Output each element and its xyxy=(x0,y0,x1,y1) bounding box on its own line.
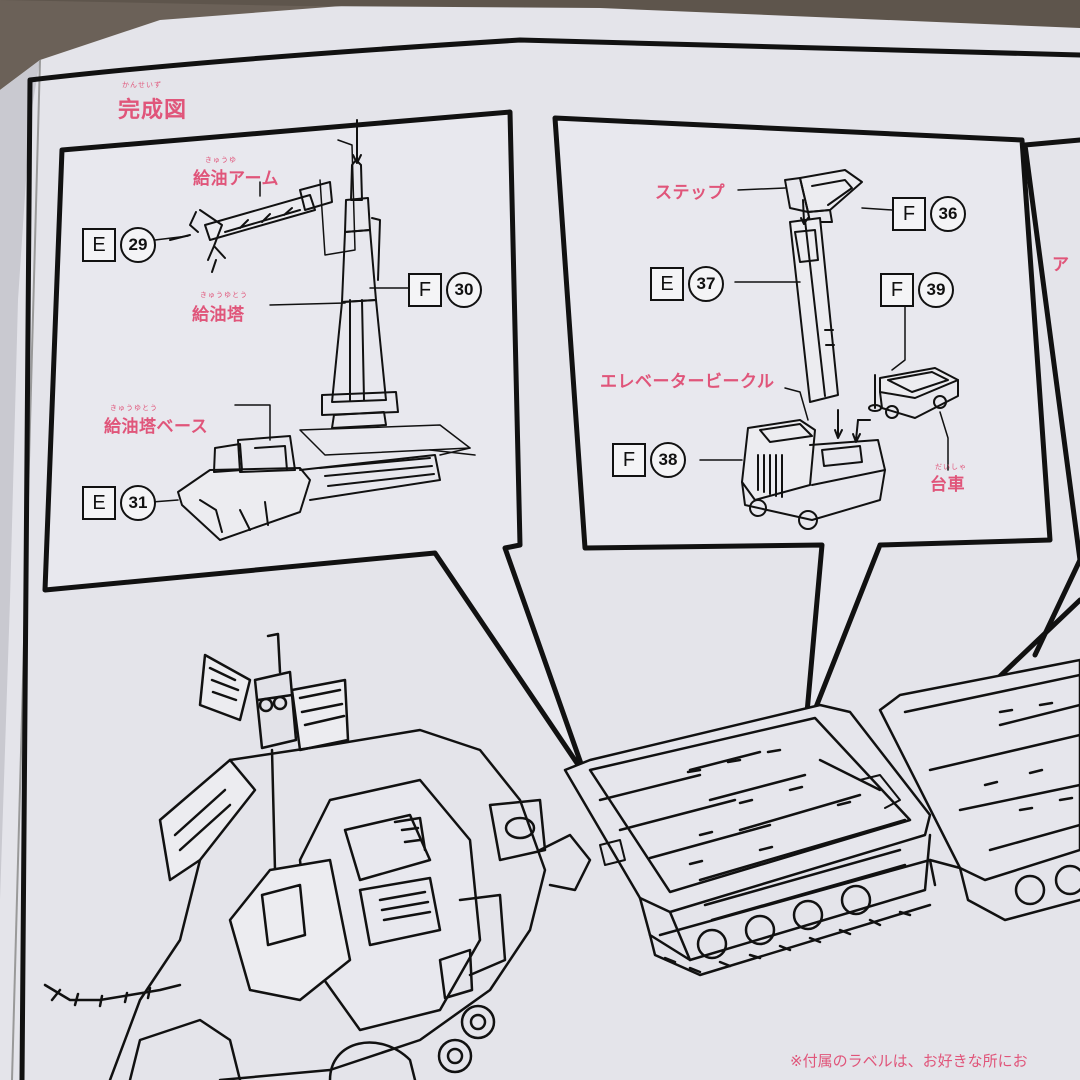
right-panel-label-fragment: ア xyxy=(1052,255,1070,275)
elevator-column-drawing xyxy=(789,199,839,403)
panel-left-frame xyxy=(42,109,588,778)
page-title: 完成図 xyxy=(118,98,188,123)
cart-drawing xyxy=(857,367,959,421)
outer-frame-left xyxy=(19,37,1080,1080)
part-ref-e29: E 29 xyxy=(82,227,156,263)
step-label: ステップ xyxy=(655,183,725,203)
part-letter: F xyxy=(408,273,442,307)
title-ruby: かんせいず xyxy=(122,81,162,89)
part-ref-f30: F 30 xyxy=(408,272,482,308)
part-letter: F xyxy=(880,273,914,307)
part-letter: E xyxy=(650,267,684,301)
part-number: 37 xyxy=(688,266,724,302)
arm-mount-plate xyxy=(319,139,356,256)
elevator-vehicle-label: エレベータービークル xyxy=(600,372,775,392)
part-number: 38 xyxy=(650,442,686,478)
arm-ruby: きゅうゆ xyxy=(205,156,237,164)
part-ref-f39: F 39 xyxy=(880,272,954,308)
part-letter: E xyxy=(82,486,116,520)
part-number: 30 xyxy=(446,272,482,308)
part-number: 36 xyxy=(930,196,966,232)
part-letter: F xyxy=(612,443,646,477)
base-ruby: きゅうゆとう xyxy=(110,404,158,412)
tower-base-label: 給油塔ベース xyxy=(104,417,209,437)
middle-leader-lines xyxy=(699,187,949,471)
step-drawing xyxy=(784,169,863,223)
part-ref-e37: E 37 xyxy=(650,266,724,302)
main-vehicle-drawing xyxy=(43,632,592,1080)
elevator-vehicle-drawing xyxy=(741,409,886,530)
refuel-tower-label: 給油塔 xyxy=(192,305,245,325)
part-number: 39 xyxy=(918,272,954,308)
cart-label: 台車 xyxy=(930,475,965,495)
part-number: 29 xyxy=(120,227,156,263)
refuel-tower-drawing xyxy=(321,119,399,429)
footnote: ※付属のラベルは、お好きな所にお xyxy=(790,1052,1028,1070)
trailer-2-drawing xyxy=(878,658,1080,922)
trailer-1-drawing xyxy=(563,703,937,977)
part-letter: F xyxy=(892,197,926,231)
tower-base-drawing xyxy=(177,435,441,541)
part-ref-e31: E 31 xyxy=(82,485,156,521)
part-number: 31 xyxy=(120,485,156,521)
refuel-arm-label: 給油アーム xyxy=(193,169,279,189)
left-leader-lines xyxy=(151,181,409,503)
part-letter: E xyxy=(82,228,116,262)
cart-ruby: だいしゃ xyxy=(935,463,967,471)
tower-ruby: きゅうゆとう xyxy=(200,291,248,299)
part-ref-f38: F 38 xyxy=(612,442,686,478)
panel-right-frame xyxy=(1022,137,1080,563)
part-ref-f36: F 36 xyxy=(892,196,966,232)
